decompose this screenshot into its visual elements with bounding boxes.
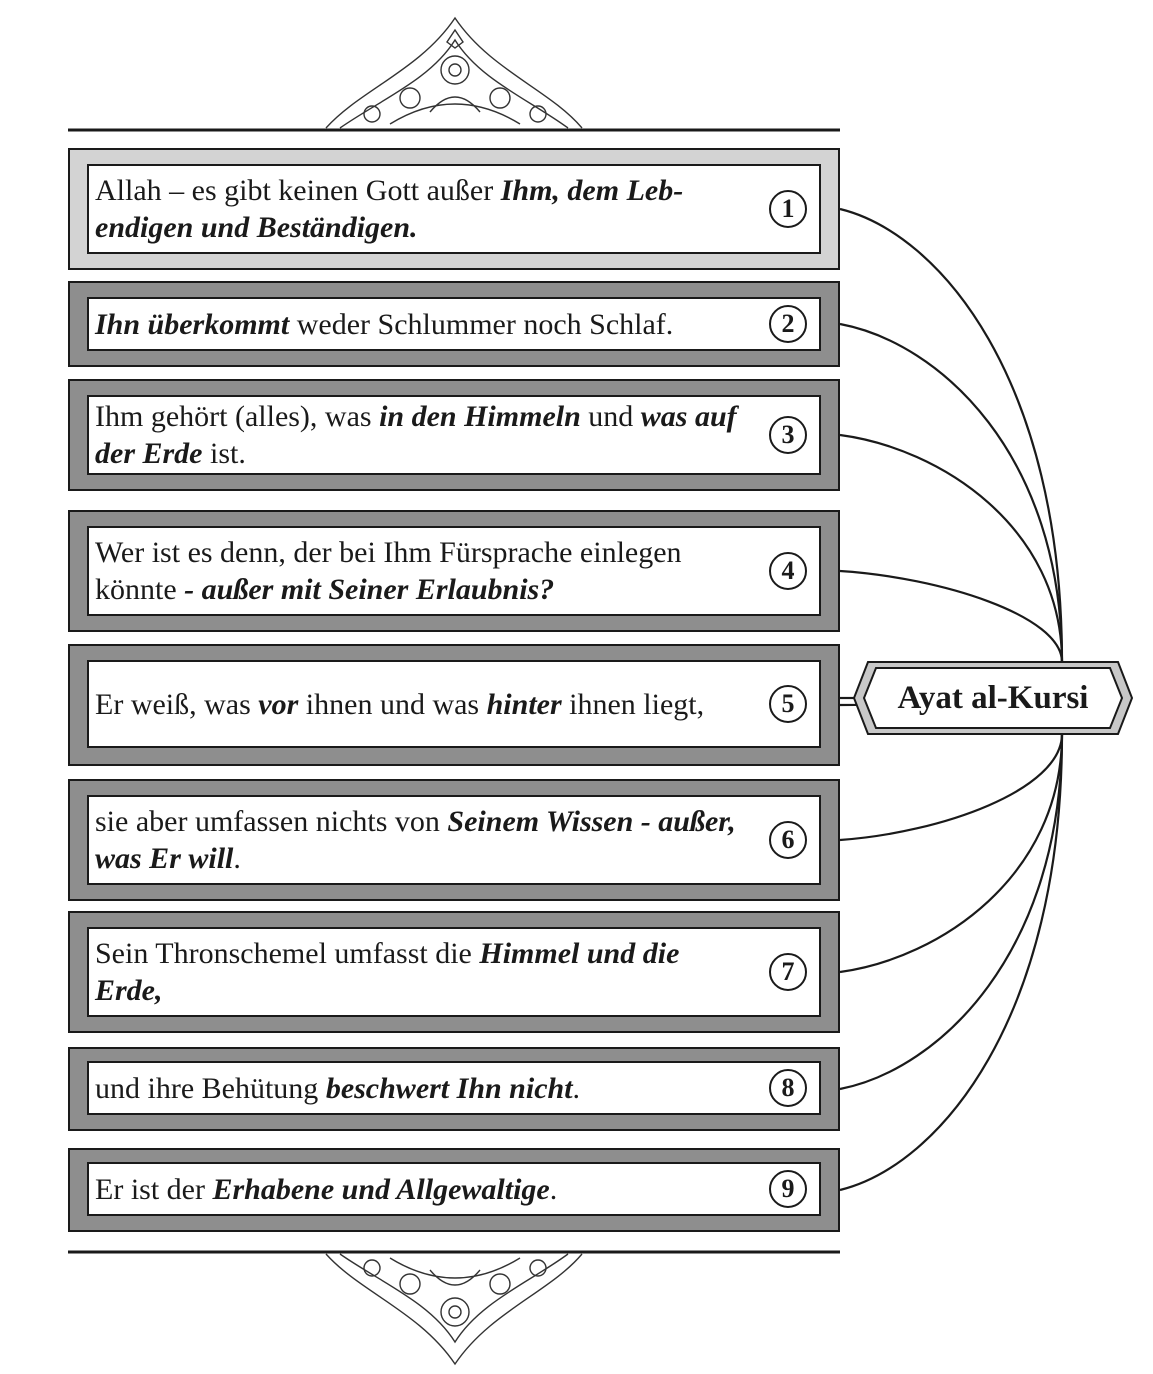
verse-number-badge: 4: [769, 552, 807, 590]
connector-6: [839, 733, 1064, 842]
connector-lines: [839, 207, 1064, 1192]
connector-1: [839, 207, 1064, 663]
connector-7: [839, 733, 1064, 974]
top-ornament: [325, 16, 583, 129]
verse-text: Wer ist es denn, der bei Ihm Fürsprache …: [95, 528, 753, 614]
connector-4: [839, 569, 1064, 663]
verse-text: und ihre Behütung beschwert Ihn nicht.: [95, 1063, 753, 1113]
verse-segment: beschwert Ihn nicht: [325, 1071, 573, 1105]
verse-segment: in den Himmeln: [379, 400, 581, 433]
verse-inner-2: Ihn überkommt weder Schlummer noch Schla…: [87, 297, 821, 351]
verse-segment: Ihn überkommt: [95, 307, 290, 341]
verse-segment: und: [580, 400, 641, 433]
diagram-title: Ayat al-Kursi: [897, 679, 1089, 716]
verse-number-badge: 2: [769, 305, 807, 343]
verse-segment: Ihm gehört (alles), was: [95, 400, 380, 433]
verse-text: Sein Thronschemel umfasst die Himmel und…: [95, 929, 753, 1015]
verse-segment: Himmel und die Erde,: [95, 937, 680, 1007]
verse-inner-9: Er ist der Erhabene und Allgewaltige. 9: [87, 1162, 821, 1216]
verse-inner-1: Allah – es gibt keinen Gott außer Ihm, d…: [87, 164, 821, 254]
verse-segment: .: [549, 1172, 558, 1206]
verse-number-badge: 7: [769, 953, 807, 991]
verse-number-badge: 9: [769, 1170, 807, 1208]
verse-segment: hinter: [486, 687, 562, 721]
connector-2: [839, 322, 1064, 663]
title-hexagon: [852, 661, 1134, 735]
verse-text: Er ist der Erhabene und Allgewaltige.: [95, 1164, 753, 1214]
verse-segment: Allah – es gibt keinen Gott außer: [95, 174, 501, 207]
verse-segment: .: [233, 842, 241, 875]
verse-segment: ihnen und was: [298, 687, 487, 721]
verse-number-badge: 6: [769, 821, 807, 859]
verse-segment: Ihm, dem Leb­endigen und Beständigen.: [95, 174, 684, 244]
verse-segment: Sein Thronschemel umfasst die: [95, 937, 480, 970]
verse-inner-8: und ihre Behütung beschwert Ihn nicht. 8: [87, 1061, 821, 1115]
verse-segment: vor: [258, 687, 299, 721]
bottom-ornament: [325, 1253, 583, 1366]
verse-text: Ihn überkommt weder Schlummer noch Schla…: [95, 299, 753, 349]
verse-box-3: Ihm gehört (alles), was in den Himmeln u…: [68, 379, 840, 491]
verse-box-2: Ihn überkommt weder Schlummer noch Schla…: [68, 281, 840, 367]
verse-segment: sie aber umfassen nichts von: [95, 805, 448, 838]
verse-segment: weder Schlummer noch Schlaf.: [289, 307, 674, 341]
verse-segment: Erhabene und Allgewaltige: [212, 1172, 550, 1206]
verse-box-6: sie aber umfassen nichts von Seinem Wiss…: [68, 779, 840, 901]
verse-segment: Seinem Wissen - außer, was Er will: [95, 805, 736, 875]
verse-segment: Er ist der: [95, 1172, 213, 1206]
verse-number-badge: 5: [769, 685, 807, 723]
verse-box-1: Allah – es gibt keinen Gott außer Ihm, d…: [68, 148, 840, 270]
verse-segment: .: [572, 1071, 581, 1105]
verse-text: Ihm gehört (alles), was in den Himmeln u…: [95, 397, 753, 473]
verse-inner-6: sie aber umfassen nichts von Seinem Wiss…: [87, 795, 821, 885]
connector-8: [839, 733, 1064, 1091]
verse-inner-3: Ihm gehört (alles), was in den Himmeln u…: [87, 395, 821, 475]
verse-number-badge: 8: [769, 1069, 807, 1107]
verse-box-7: Sein Thronschemel umfasst die Himmel und…: [68, 911, 840, 1033]
verse-segment: ihnen liegt,: [561, 687, 705, 721]
verse-text: Allah – es gibt keinen Gott außer Ihm, d…: [95, 166, 753, 252]
verse-inner-5: Er weiß, was vor ihnen und was hinter ih…: [87, 660, 821, 748]
verse-segment: und ihre Behütung: [95, 1071, 326, 1105]
verse-box-5: Er weiß, was vor ihnen und was hinter ih…: [68, 644, 840, 766]
verse-segment: was auf der Erde: [95, 400, 737, 470]
verse-inner-7: Sein Thronschemel umfasst die Himmel und…: [87, 927, 821, 1017]
verse-segment: - außer mit Seiner Erlaubnis?: [184, 573, 555, 606]
verse-box-9: Er ist der Erhabene und Allgewaltige. 9: [68, 1148, 840, 1232]
verse-box-8: und ihre Behütung beschwert Ihn nicht. 8: [68, 1047, 840, 1131]
connector-9: [839, 733, 1064, 1192]
verse-segment: ist.: [202, 437, 246, 470]
verse-segment: Er weiß, was: [95, 687, 259, 721]
verse-number-badge: 3: [769, 416, 807, 454]
verse-text: Er weiß, was vor ihnen und was hinter ih…: [95, 662, 753, 746]
verse-inner-4: Wer ist es denn, der bei Ihm Fürsprache …: [87, 526, 821, 616]
verse-segment: Wer ist es denn, der bei Ihm Fürsprache …: [95, 536, 682, 606]
verse-text: sie aber umfassen nichts von Seinem Wiss…: [95, 797, 753, 883]
verse-number-badge: 1: [769, 190, 807, 228]
verse-box-4: Wer ist es denn, der bei Ihm Fürsprache …: [68, 510, 840, 632]
connector-3: [839, 433, 1064, 663]
